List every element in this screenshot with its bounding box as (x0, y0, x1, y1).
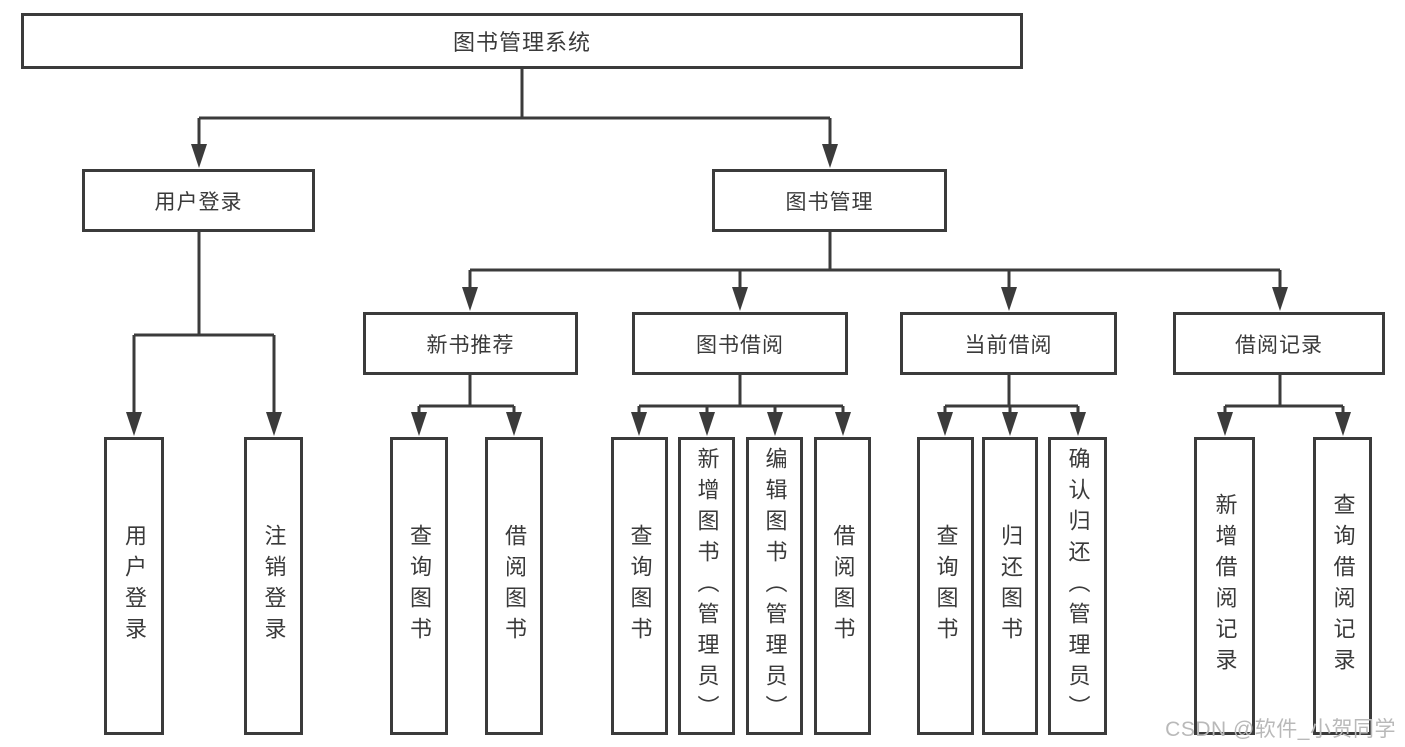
node-book-management: 图书管理 (712, 169, 947, 232)
node-user-login: 用户登录 (82, 169, 315, 232)
leaf-borrow-query-books: 查询图书 (611, 437, 668, 735)
leaf-borrow-borrow-books: 借阅图书 (814, 437, 871, 735)
leaf-edit-book-admin: 编辑图书（管理员） (746, 437, 803, 735)
leaf-return-book: 归还图书 (982, 437, 1038, 735)
leaf-recommend-query-books: 查询图书 (390, 437, 448, 735)
node-current-borrow: 当前借阅 (900, 312, 1117, 375)
leaf-user-login: 用户登录 (104, 437, 164, 735)
csdn-watermark: CSDN @软件_小贺同学 (1165, 718, 1396, 741)
leaf-add-book-admin: 新增图书（管理员） (678, 437, 735, 735)
leaf-add-borrow-record: 新增借阅记录 (1194, 437, 1255, 735)
leaf-confirm-return-admin: 确认归还（管理员） (1048, 437, 1107, 735)
leaf-logout: 注销登录 (244, 437, 303, 735)
node-book-borrow: 图书借阅 (632, 312, 848, 375)
node-new-book-recommend: 新书推荐 (363, 312, 578, 375)
node-borrow-records: 借阅记录 (1173, 312, 1385, 375)
leaf-query-borrow-record: 查询借阅记录 (1313, 437, 1372, 735)
node-library-management-system: 图书管理系统 (21, 13, 1023, 69)
leaf-current-query-books: 查询图书 (917, 437, 974, 735)
arrowheads (126, 144, 1351, 436)
leaf-recommend-borrow-books: 借阅图书 (485, 437, 543, 735)
